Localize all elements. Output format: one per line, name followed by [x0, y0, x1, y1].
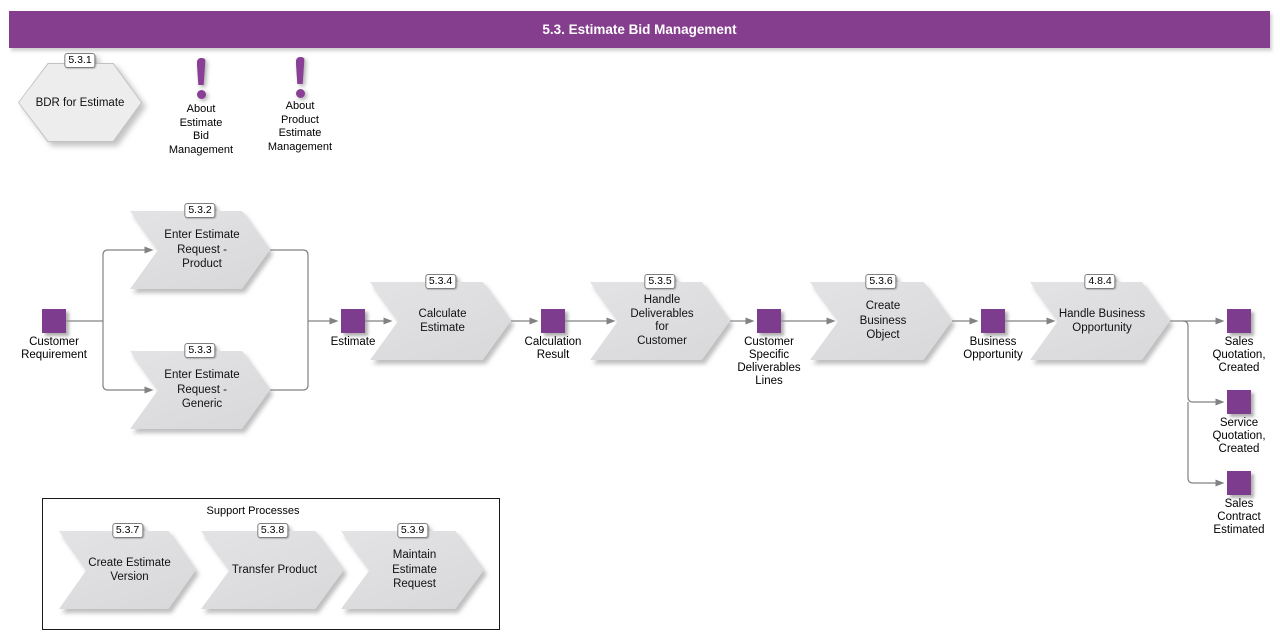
process-chevron-calculate-estimate[interactable]: Calculate Estimate 5.3.4: [370, 274, 511, 360]
process-chevron-maintain-estimate-request[interactable]: Maintain Estimate Request 5.3.9: [341, 523, 484, 609]
process-number-badge: 5.3.3: [184, 343, 216, 358]
hexagon-label: BDR for Estimate: [35, 96, 125, 109]
process-label: Transfer Product: [231, 563, 318, 576]
event-label: Service Quotation, Created: [1212, 417, 1266, 455]
about-note-label[interactable]: About Estimate Bid Management: [168, 103, 234, 156]
process-label: Maintain Estimate Request: [392, 549, 437, 591]
event-label: Estimate: [330, 336, 376, 348]
event-square-sales-contract-estimated: [1227, 471, 1251, 495]
page-title: 5.3. Estimate Bid Management: [542, 22, 737, 37]
process-chevron-create-business-object[interactable]: Create Business Object 5.3.6: [810, 274, 952, 360]
event-label: Calculation Result: [524, 336, 582, 361]
support-processes-title: Support Processes: [206, 505, 300, 517]
event-square-business-opportunity: [981, 309, 1005, 333]
process-label: Handle Deliverables for Customer: [630, 294, 694, 347]
event-square-customer-specific-deliverables: [757, 309, 781, 333]
event-square-customer-requirement: [42, 309, 66, 333]
process-number-badge: 5.3.2: [184, 203, 216, 218]
process-label: Enter Estimate Request - Product: [164, 229, 240, 271]
process-label: Enter Estimate Request - Generic: [164, 369, 240, 411]
process-number-badge: 4.8.4: [1084, 274, 1116, 289]
event-label: Business Opportunity: [963, 336, 1023, 361]
event-square-sales-quotation-created: [1227, 309, 1251, 333]
about-note-icon[interactable]: [195, 58, 207, 99]
process-chevron-transfer-product[interactable]: Transfer Product 5.3.8: [201, 523, 344, 609]
start-process-hexagon[interactable]: BDR for Estimate 5.3.1: [18, 53, 142, 142]
process-chevron-handle-business-opportunity[interactable]: Handle Business Opportunity 4.8.4: [1030, 274, 1170, 360]
process-number-badge: 5.3.5: [644, 274, 676, 289]
title-bar: 5.3. Estimate Bid Management: [9, 11, 1270, 48]
event-label: Sales Quotation, Created: [1212, 336, 1266, 374]
process-number-badge: 5.3.9: [396, 523, 429, 538]
process-label: Handle Business Opportunity: [1058, 307, 1146, 335]
process-chevron-handle-deliverables[interactable]: Handle Deliverables for Customer 5.3.5: [590, 274, 730, 360]
exclamation-dot-icon: [196, 90, 206, 99]
process-chevron-create-estimate-version[interactable]: Create Estimate Version 5.3.7: [59, 523, 196, 609]
process-number-badge: 5.3.6: [865, 274, 897, 289]
exclamation-dot-icon: [295, 89, 305, 98]
process-label: Calculate Estimate: [418, 307, 467, 335]
process-label: Create Estimate Version: [88, 556, 171, 584]
exclamation-bar-icon: [196, 58, 206, 85]
about-note-icon[interactable]: [294, 57, 306, 98]
event-label: Customer Requirement: [21, 336, 87, 361]
process-label: Create Business Object: [859, 300, 907, 342]
process-number-badge: 5.3.7: [111, 523, 144, 538]
process-number-badge: 5.3.1: [64, 53, 96, 68]
process-number-badge: 5.3.4: [424, 274, 457, 289]
process-chevron-enter-estimate-request-product[interactable]: Enter Estimate Request - Product 5.3.2: [130, 203, 270, 289]
event-square-service-quotation-created: [1227, 390, 1251, 414]
process-number-badge: 5.3.8: [256, 523, 289, 538]
process-chevron-enter-estimate-request-generic[interactable]: Enter Estimate Request - Generic 5.3.3: [130, 343, 270, 429]
event-square-calculation-result: [541, 309, 565, 333]
event-label: Sales Contract Estimated: [1213, 498, 1265, 536]
event-square-estimate: [341, 309, 365, 333]
exclamation-bar-icon: [295, 57, 305, 84]
event-label: Customer Specific Deliverables Lines: [737, 336, 801, 387]
about-note-label[interactable]: About Product Estimate Management: [267, 100, 333, 153]
support-processes-box: Support Processes Create Estimate Versio…: [42, 498, 500, 630]
